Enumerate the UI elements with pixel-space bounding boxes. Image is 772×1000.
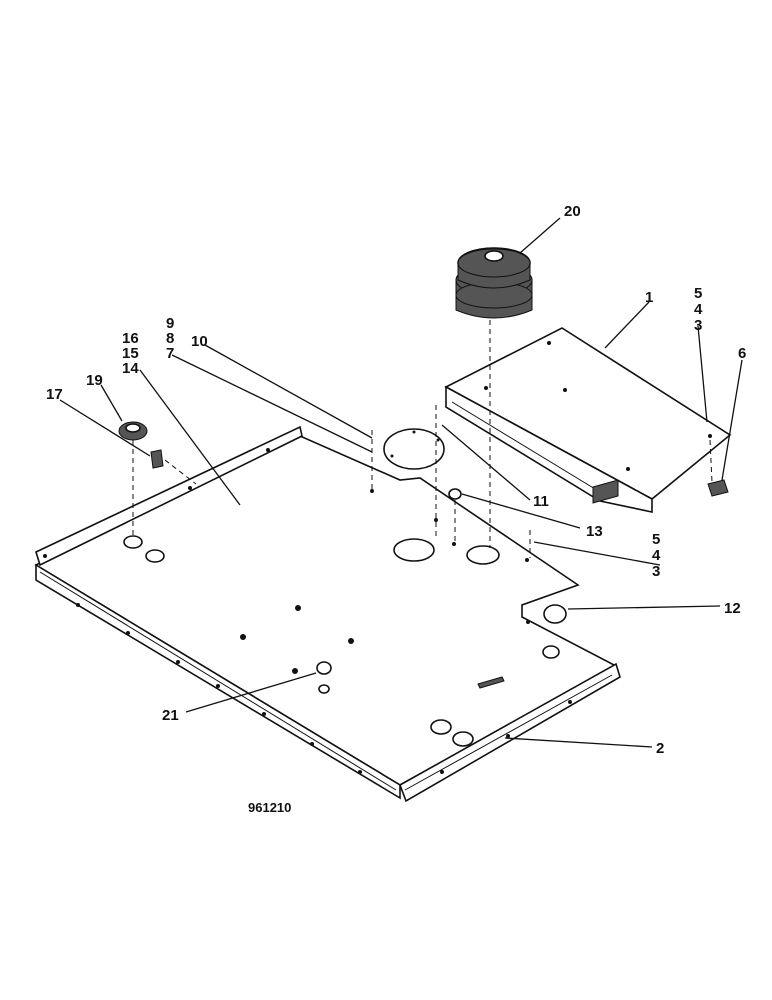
cover-plate (444, 327, 732, 513)
flange-holes (43, 448, 572, 774)
cover-disc (383, 428, 445, 470)
callout-8: 8 (166, 330, 174, 347)
callout-10: 10 (191, 333, 208, 350)
callout-17: 17 (46, 386, 63, 403)
assembly-lines (132, 320, 713, 558)
callout-21: 21 (162, 707, 179, 724)
callout-1: 1 (645, 289, 653, 306)
floor-plate (34, 425, 621, 803)
callout-3-top: 3 (694, 317, 702, 334)
callout-16: 16 (122, 330, 139, 347)
callout-15: 15 (122, 345, 139, 362)
callout-13: 13 (586, 523, 603, 540)
rubber-boot (455, 247, 533, 319)
callout-9: 9 (166, 315, 174, 332)
callout-20: 20 (564, 203, 581, 220)
callout-12: 12 (724, 600, 741, 617)
callout-2: 2 (656, 740, 664, 757)
callout-11: 11 (533, 493, 549, 510)
drawing-reference-number: 961210 (248, 800, 291, 815)
callout-4-top: 4 (694, 301, 703, 318)
callout-labels: 20 1 5 4 3 6 9 8 7 10 16 15 14 19 17 11 … (46, 203, 746, 815)
leader-lines (59, 217, 743, 748)
callout-4-bottom: 4 (652, 547, 661, 564)
callout-5-bottom: 5 (652, 531, 660, 548)
callout-6: 6 (738, 345, 746, 362)
plate-openings (123, 489, 560, 747)
callout-7: 7 (166, 345, 174, 362)
callout-5-top: 5 (694, 285, 702, 302)
callout-14: 14 (122, 360, 139, 377)
callout-19: 19 (86, 372, 103, 389)
callout-3-bottom: 3 (652, 563, 660, 580)
small-parts (118, 421, 729, 675)
